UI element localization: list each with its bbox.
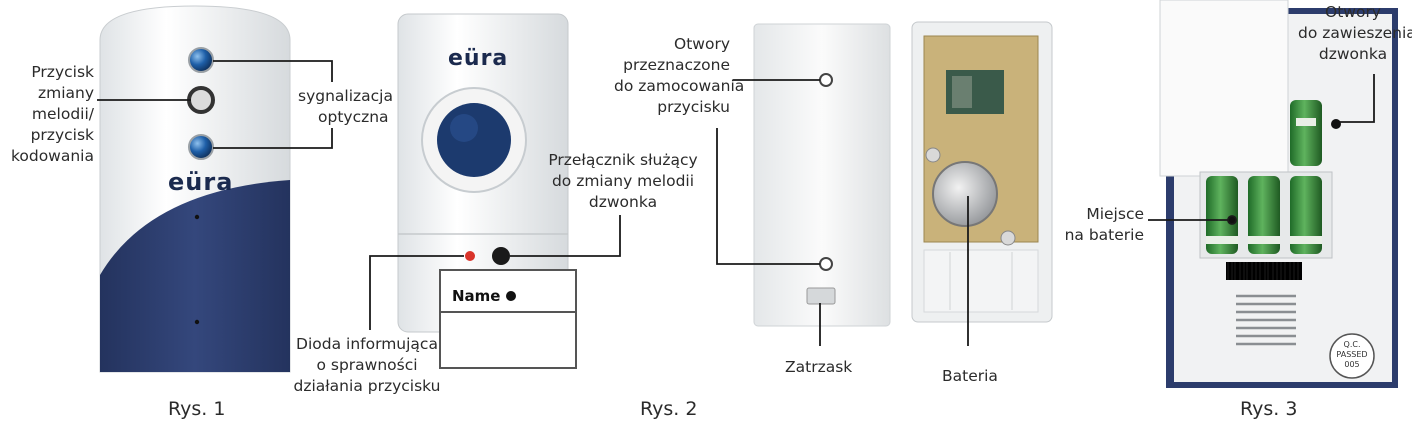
fig1-optical-label: sygnalizacja optyczna (298, 86, 402, 128)
melody-button-icon (189, 88, 213, 112)
melody-switch-icon (492, 247, 510, 265)
diode-icon (465, 251, 475, 261)
led-top-icon (189, 48, 213, 72)
nameplate-text: Name (452, 287, 500, 305)
coin-battery-icon (933, 162, 997, 226)
mount-hole-bottom-icon (820, 258, 832, 270)
fig3-caption: Rys. 3 (1240, 398, 1297, 420)
mount-hole-top-icon (820, 74, 832, 86)
fig1-caption: Rys. 1 (168, 398, 225, 420)
battery-cover (1160, 0, 1288, 176)
fig2-back-cover (754, 24, 890, 326)
nameplate (440, 270, 576, 368)
fig2-pcb-open (912, 22, 1052, 322)
fig2-caption: Rys. 2 (640, 398, 697, 420)
fig2-latch-label: Zatrzask (785, 357, 852, 378)
led-bottom-icon (189, 135, 213, 159)
hang-hole-icon (1331, 119, 1341, 129)
push-button-icon (437, 103, 511, 177)
brand-logo-fig1: eüra (168, 168, 233, 196)
brand-logo-fig2: eüra (448, 46, 508, 71)
latch-icon (807, 288, 835, 304)
speaker-grille-icon (1236, 296, 1296, 344)
fig2-battery-label: Bateria (942, 366, 998, 387)
